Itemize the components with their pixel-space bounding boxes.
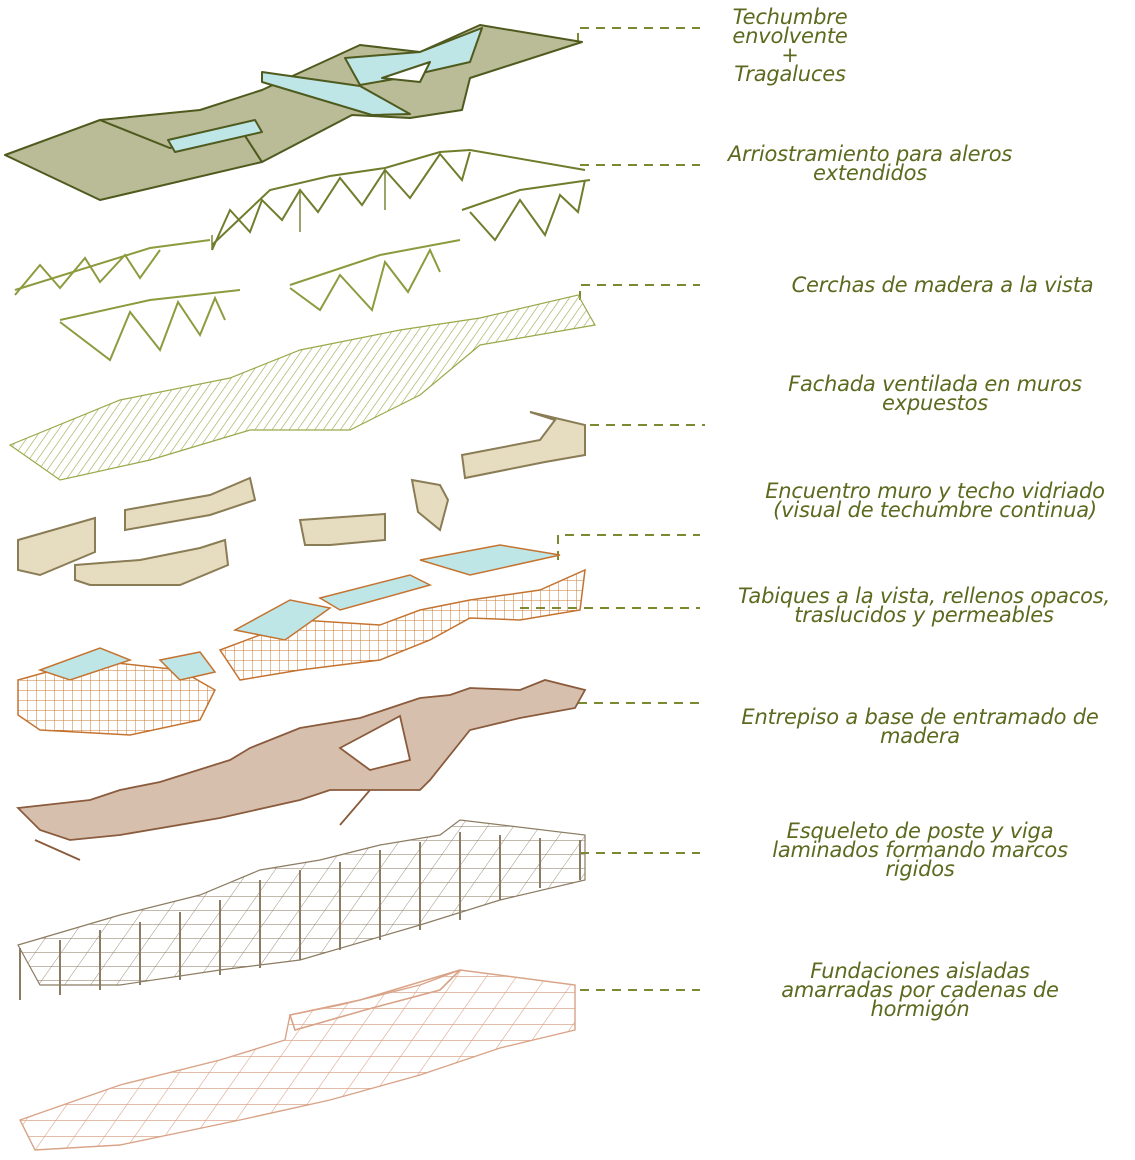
partition-block (218, 568, 586, 681)
wall-segment (298, 512, 386, 546)
bracing-layer (211, 148, 591, 251)
partitions-layer (17, 544, 586, 736)
foundation-grid (19, 969, 576, 1151)
mezzanine-opening (338, 714, 412, 771)
wall-segment (17, 516, 96, 577)
trusses-layer (14, 239, 461, 362)
leader-lines (520, 27, 705, 991)
truss-field (8, 294, 596, 481)
leader-roof (577, 27, 700, 42)
wall-segment (410, 478, 450, 532)
label-wall-roof: Encuentro muro y techo vidriado(visual d… (765, 479, 1105, 522)
leader-wall-roof (557, 534, 700, 560)
wall-segment (124, 476, 257, 532)
wall-segments-layer (17, 411, 586, 586)
roof-layer (4, 24, 583, 201)
skylight (344, 27, 483, 86)
wall-segment (460, 411, 586, 480)
frame-grid (17, 819, 586, 986)
glazed-roof (232, 599, 332, 641)
leader-trusses (579, 284, 700, 300)
mezzanine-layer (16, 679, 587, 861)
skylight (167, 119, 263, 153)
truss-field-layer (8, 294, 596, 481)
label-trusses: Cerchas de madera a la vista (791, 273, 1094, 297)
glazed-roof (419, 544, 561, 576)
foundations-layer (19, 969, 576, 1151)
glazed-roof (318, 574, 433, 611)
skylight (261, 71, 411, 116)
label-partitions: Tabiques a la vista, rellenos opacos,tra… (738, 584, 1110, 627)
skylight (381, 61, 431, 83)
frame-layer (17, 819, 586, 1000)
wall-segment (74, 538, 230, 586)
mezzanine-slab (16, 679, 587, 841)
glazed-roof (158, 651, 217, 681)
label-roof: Techumbre envolvente+Tragaluces (732, 5, 848, 86)
foundation-pad (288, 969, 461, 1031)
glazed-roof (37, 647, 133, 681)
